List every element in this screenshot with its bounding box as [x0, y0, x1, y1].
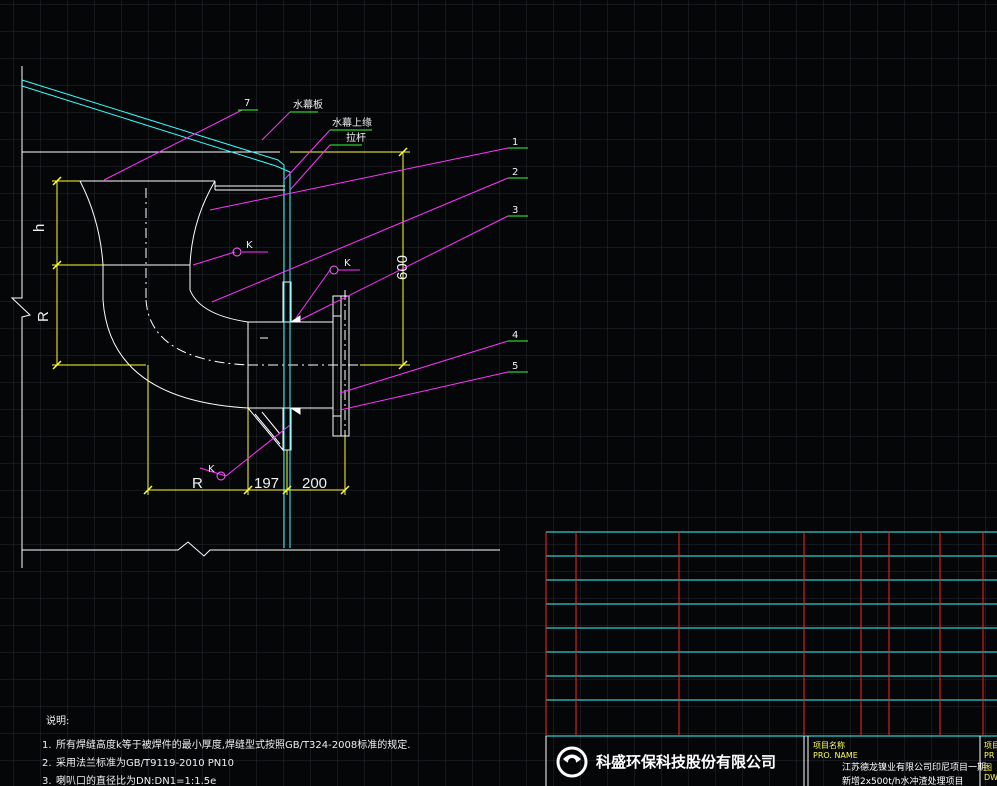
weld-circles [216, 247, 339, 481]
callout-1: 1 [512, 137, 518, 148]
note-2-text: 采用法兰标准为GB/T9119-2010 PN10 [56, 756, 234, 769]
corner-label-4: DW [984, 773, 997, 782]
water-curtain-wall [21, 79, 291, 548]
callout-2: 2 [512, 167, 518, 178]
callout-water-wall: 水幕板 [293, 98, 323, 111]
funnel-left-wall [79, 180, 104, 266]
corner-label-1: 项目 [984, 741, 997, 750]
dim-bottom-r-label: R [192, 475, 203, 492]
dimension-ticks [52, 147, 408, 495]
project-label-en: PRO. NAME [813, 751, 858, 760]
callout-water-top: 水幕上缘 [332, 116, 372, 129]
left-break-line [10, 66, 32, 568]
dim-h-label: h [31, 224, 48, 232]
note-3-num: 3. [42, 776, 52, 786]
project-line-2: 新增2x500t/h水冲渣处理项目 [842, 775, 964, 786]
dim-197-label: 197 [254, 475, 279, 492]
corner-label-3: 图 [984, 763, 992, 772]
callout-3: 3 [512, 205, 518, 216]
parts-table [545, 531, 997, 737]
notes-title: 说明: [46, 714, 69, 727]
dim-600-label: 600 [394, 255, 411, 280]
bottom-break-line [22, 541, 500, 557]
dim-r-label: R [35, 311, 52, 322]
weld-k-label-1: K [246, 240, 253, 251]
note-1-text: 所有焊缝高度k等于被焊件的最小厚度,焊缝型式按照GB/T324-2008标准的规… [56, 738, 410, 751]
weld-k-label-3: K [208, 464, 215, 475]
company-logo [556, 746, 588, 778]
callout-7: 7 [244, 98, 250, 109]
dim-200-label: 200 [302, 475, 327, 492]
notes: 说明: 1. 所有焊缝高度k等于被焊件的最小厚度,焊缝型式按照GB/T324-2… [42, 714, 410, 786]
corner-label-2: PR [984, 751, 995, 760]
company-name: 科盛环保科技股份有限公司 [596, 753, 776, 771]
callout-underlines [238, 109, 528, 373]
funnel-right-wall [189, 180, 216, 266]
elbow-inner [189, 265, 249, 323]
note-2-num: 2. [42, 758, 52, 769]
centerlines [145, 188, 360, 445]
weld-k-label-2: K [344, 258, 351, 269]
callout-4: 4 [512, 330, 518, 341]
project-line-1: 江苏德龙镍业有限公司印尼项目一期 [842, 761, 986, 773]
project-label-cn: 项目名称 [813, 740, 845, 750]
leader-lines [103, 109, 509, 477]
callout-5: 5 [512, 361, 518, 372]
note-1-num: 1. [42, 740, 52, 751]
note-3-text: 喇叭口的直径比为DN:DN1=1:1.5e [56, 774, 216, 786]
elbow-outer [102, 265, 249, 409]
callout-rod: 拉杆 [346, 131, 366, 144]
title-block [545, 736, 981, 786]
